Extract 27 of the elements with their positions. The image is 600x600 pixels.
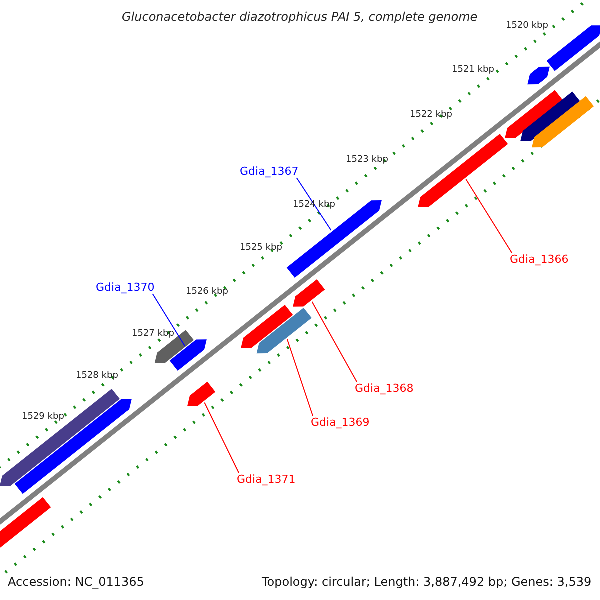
- gene-feature: [286, 200, 382, 278]
- tick-label: 1529 kbp: [22, 413, 64, 422]
- footer-text: Topology: circular; Length: 3,887,492 bp; Genes: 3,539: [262, 576, 592, 588]
- leader-line: [286, 339, 314, 416]
- gene-label: Gdia_1369: [311, 417, 370, 428]
- leader-line: [204, 402, 240, 474]
- leader-line: [296, 178, 332, 231]
- gene-feature: [256, 308, 312, 354]
- leader-line: [152, 294, 186, 348]
- leader-line: [312, 301, 358, 382]
- tick-label: 1523 kbp: [346, 156, 388, 165]
- tick-label: 1524 kbp: [293, 201, 336, 210]
- tick-label: 1520 kbp: [506, 22, 548, 31]
- gene-label: Gdia_1366: [510, 254, 569, 265]
- tick-label: 1528 kbp: [76, 372, 118, 381]
- leader-line: [466, 178, 512, 254]
- title: Gluconacetobacter diazotrophicus PAI 5, complete genome: [122, 11, 478, 23]
- tick-label: 1526 kbp: [186, 288, 228, 297]
- gene-feature: [170, 340, 207, 371]
- gene-label: Gdia_1371: [237, 474, 296, 485]
- tick-label: 1521 kbp: [452, 66, 494, 75]
- gene-label: Gdia_1368: [355, 383, 414, 394]
- gene-label: Gdia_1370: [96, 282, 155, 293]
- gene-label: Gdia_1367: [240, 166, 299, 177]
- gene-feature: [188, 382, 216, 406]
- footer-text: Accession: NC_011365: [8, 576, 144, 588]
- gene-feature: [418, 134, 508, 208]
